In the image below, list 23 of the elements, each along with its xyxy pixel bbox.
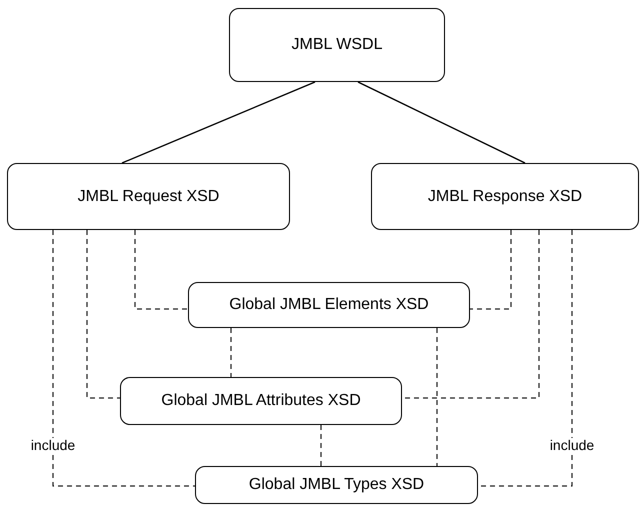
box-label: JMBL Response XSD [428, 186, 582, 206]
box-label: Global JMBL Elements XSD [229, 295, 429, 315]
dashed-connector [470, 230, 512, 310]
dashed-connector [86, 230, 120, 398]
edge-label: include [30, 438, 76, 452]
dashed-connector [134, 230, 188, 310]
box-label: JMBL Request XSD [78, 186, 220, 206]
rounded-box [195, 466, 478, 504]
rounded-box [229, 8, 445, 82]
dashed-connector [436, 328, 438, 466]
box-label: JMBL WSDL [292, 35, 382, 55]
dashed-connector [52, 230, 196, 486]
box-label: Global JMBL Types XSD [248, 475, 424, 495]
connector-line [358, 81, 526, 164]
rounded-box [371, 163, 639, 230]
box-label: Global JMBL Attributes XSD [161, 391, 361, 411]
edge-label: include [548, 438, 596, 452]
dashed-connector [230, 328, 232, 378]
rounded-box [7, 163, 290, 230]
rounded-box [120, 377, 402, 425]
dashed-connector [320, 424, 322, 466]
rounded-box [188, 282, 470, 328]
connector-line [122, 81, 316, 164]
